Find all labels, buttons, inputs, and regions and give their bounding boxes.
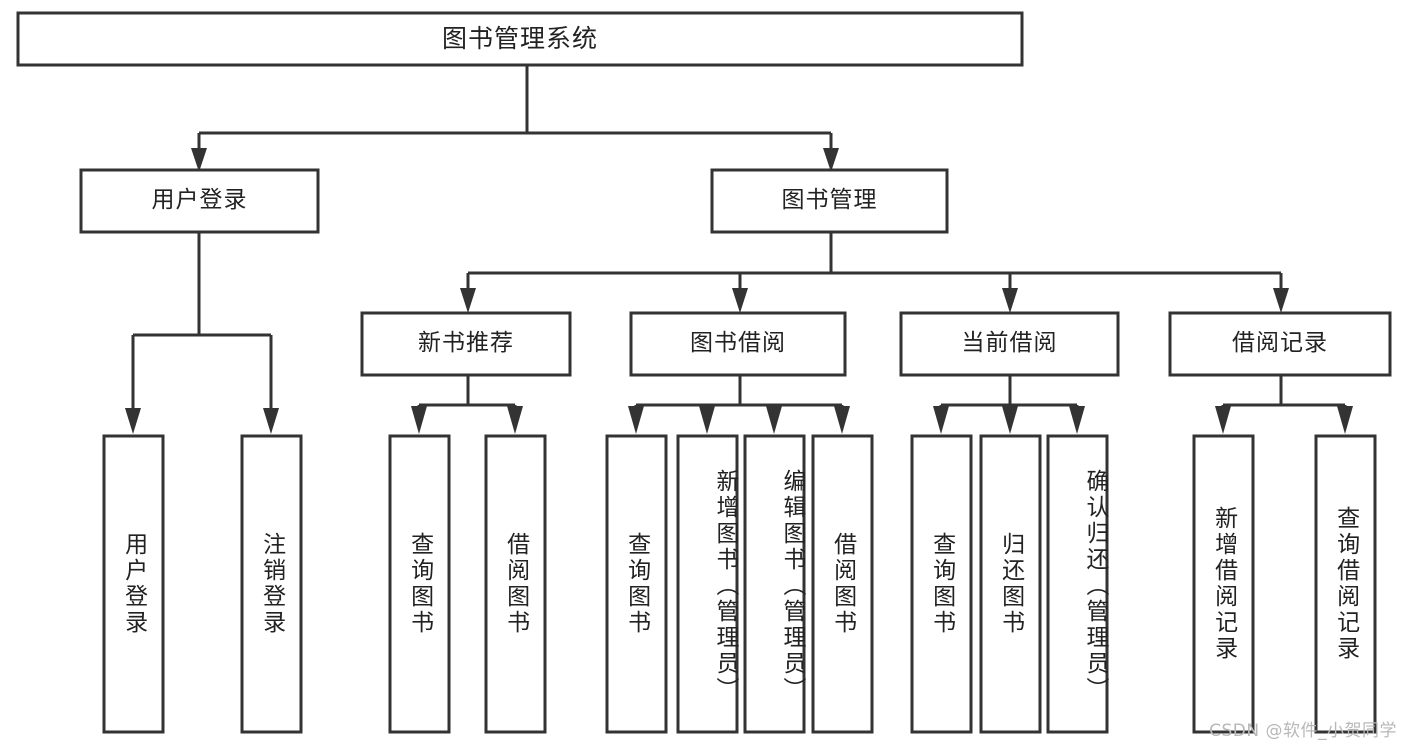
node-box-leaf-book-borrow-2[interactable] bbox=[743, 434, 806, 734]
connector-current-borrow-branch bbox=[933, 375, 1085, 434]
node-box-leaf-book-borrow-1[interactable] bbox=[676, 434, 739, 734]
connector-borrow-record-branch bbox=[1215, 375, 1353, 434]
node-box-book-borrow[interactable] bbox=[629, 311, 847, 377]
connector-user-login-branch bbox=[125, 232, 279, 434]
node-box-leaf-borrow-record-0[interactable] bbox=[1192, 434, 1255, 734]
node-box-current-borrow[interactable] bbox=[899, 311, 1120, 377]
node-box-borrow-record[interactable] bbox=[1168, 311, 1392, 377]
connector-book-borrow-branch bbox=[628, 375, 850, 434]
connector-root-bus bbox=[191, 131, 839, 172]
node-box-leaf-user-login-1[interactable] bbox=[240, 434, 303, 734]
node-box-root[interactable] bbox=[16, 11, 1024, 67]
node-box-book-manage[interactable] bbox=[710, 168, 949, 234]
node-box-leaf-borrow-record-1[interactable] bbox=[1314, 434, 1377, 734]
node-box-user-login[interactable] bbox=[79, 168, 320, 234]
csdn-watermark: CSDN @软件_小贺同学 bbox=[1209, 721, 1397, 741]
node-box-new-book-recommend[interactable] bbox=[360, 311, 572, 377]
node-box-leaf-new-book-1[interactable] bbox=[484, 434, 547, 734]
node-box-leaf-current-borrow-0[interactable] bbox=[910, 434, 973, 734]
node-box-leaf-book-borrow-0[interactable] bbox=[605, 434, 668, 734]
node-box-leaf-current-borrow-2[interactable] bbox=[1046, 434, 1109, 734]
node-box-leaf-new-book-0[interactable] bbox=[388, 434, 451, 734]
connector-book-manage-branch bbox=[460, 232, 1289, 313]
node-box-leaf-current-borrow-1[interactable] bbox=[979, 434, 1042, 734]
node-box-leaf-book-borrow-3[interactable] bbox=[811, 434, 874, 734]
connector-new-book-branch bbox=[411, 375, 523, 434]
node-box-leaf-user-login-0[interactable] bbox=[102, 434, 165, 734]
